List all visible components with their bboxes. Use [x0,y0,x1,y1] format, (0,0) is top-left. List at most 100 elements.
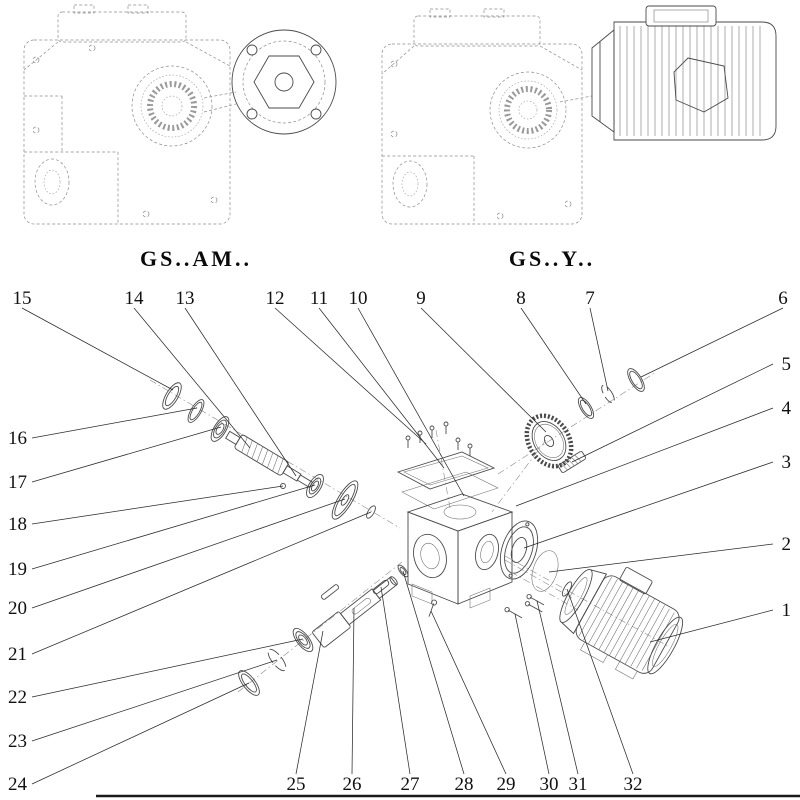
callout-number-23: 23 [8,731,27,752]
leader-line-1 [649,609,774,643]
shaft-key-part-27 [372,579,390,595]
leader-line-23 [31,659,278,742]
callout-number-25: 25 [287,774,306,795]
motor-terminal-box-exploded [619,567,653,595]
callout-number-15: 15 [13,288,32,309]
inspection-cover-part-11 [396,451,496,490]
gsam-spline-ring [147,81,197,131]
motor-mount-flange [559,569,593,623]
bolt-part-30 [504,606,523,619]
leader-line-10 [357,307,465,497]
callout-number-13: 13 [176,288,195,309]
gsam-flange-drawing [231,29,337,135]
worm-shaft-part-14 [225,430,314,488]
bearing-part-22 [292,627,314,653]
leader-line-32 [566,588,634,775]
motor-fins-exploded [578,576,675,671]
leader-line-6 [640,307,784,378]
leader-line-5 [571,363,774,463]
callout-number-11: 11 [310,288,328,309]
bolt-part-31 [524,593,545,613]
motor-fins [619,26,761,136]
motor-bell-adapter [591,29,615,133]
motor-body-outline [613,21,777,141]
callout-number-30: 30 [540,774,559,795]
callout-number-28: 28 [455,774,474,795]
gear-housing-part [406,493,514,609]
retaining-ring-part-16 [187,399,205,423]
cover-gasket-part-10 [401,471,499,510]
leader-line-29 [430,610,507,775]
leader-line-18 [31,485,284,525]
leader-line-12 [274,307,427,445]
flange-hexagon [253,55,315,109]
input-shaft-chain [149,379,401,529]
cover-plate-parts [396,421,499,510]
motor-fan-cover [647,616,684,675]
leader-line-27 [380,586,411,775]
motor-exploded-part-1 [504,555,684,680]
circlip-part-7 [601,384,615,404]
callout-number-8: 8 [516,288,526,309]
variant-right-title: GS..Y.. [509,246,595,271]
leader-line-26 [351,607,355,775]
leader-line-28 [402,570,465,775]
leader-line-7 [589,307,609,392]
motor-cast-boss [673,57,729,113]
leader-line-21 [31,511,372,655]
callout-number-5: 5 [782,354,792,375]
flange-outer-circle [231,29,337,135]
callout-number-17: 17 [8,472,27,493]
circlip-part-23 [267,648,287,672]
callout-number-26: 26 [343,774,362,795]
leader-line-11 [318,307,445,469]
callout-number-6: 6 [778,288,788,309]
leader-line-17 [31,426,222,483]
leader-line-3 [523,461,774,549]
washer-part-28 [397,564,409,578]
callout-number-3: 3 [782,452,792,473]
leader-line-4 [515,407,774,507]
callout-number-7: 7 [585,288,595,309]
leader-line-15 [21,307,174,391]
leader-line-30 [514,613,550,775]
leader-line-24 [31,682,250,785]
callout-number-16: 16 [8,428,27,449]
gear-cluster-parts [491,368,657,513]
gsy-motor-drawing [591,5,777,141]
leader-line-14 [133,307,251,449]
pinion-shaft-part-5 [558,451,586,473]
dowel-pin-part [320,584,340,600]
leader-line-22 [31,638,304,698]
gsam-input-boss [131,65,213,147]
callout-number-1: 1 [782,600,792,621]
gearbox-gsam-drawing [23,4,237,225]
motor-body [575,575,680,674]
callout-number-27: 27 [401,774,420,795]
callout-number-32: 32 [624,774,643,795]
spacer-part-21 [366,505,376,519]
housing-output-boss [475,533,499,571]
disc-washer-part-20 [331,480,359,520]
callout-number-20: 20 [8,598,27,619]
callout-number-19: 19 [8,559,27,580]
output-shaft-chain [237,561,403,696]
oil-seal-part-15 [162,382,182,410]
output-shaft-part-25 [312,576,398,648]
callout-number-9: 9 [416,288,426,309]
gsy-spline-ring [504,86,552,134]
output-flange-part-3 [499,520,539,580]
variant-left-title: GS..AM.. [140,246,252,271]
housing-bore [413,533,447,579]
callout-number-4: 4 [782,398,792,419]
leader-line-31 [536,600,579,775]
callout-number-31: 31 [569,774,588,795]
bearing-part-19 [306,473,324,499]
callout-number-29: 29 [497,774,516,795]
callout-number-12: 12 [266,288,285,309]
gsam-housing-outline [23,39,231,225]
ring-part-6 [627,368,645,392]
gearbox-gsy-drawing [381,8,593,225]
